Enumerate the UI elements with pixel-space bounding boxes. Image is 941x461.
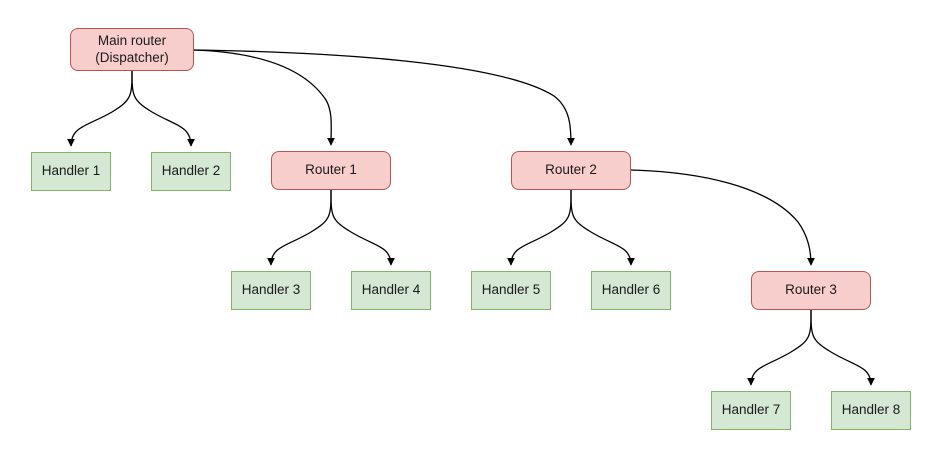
node-router-1[interactable]: Router 1 <box>271 151 391 190</box>
node-handler-3[interactable]: Handler 3 <box>231 271 311 310</box>
edge-router-1-to-handler-3 <box>267 189 332 266</box>
node-handler-4-label: Handler 4 <box>361 282 421 298</box>
edge-main-router-to-router-1 <box>193 49 335 146</box>
node-handler-6-label: Handler 6 <box>601 282 661 298</box>
node-router-3[interactable]: Router 3 <box>751 271 871 310</box>
edge-router-2-to-handler-5 <box>507 189 572 266</box>
edge-router-3-to-handler-7 <box>747 309 812 386</box>
node-router-2-label: Router 2 <box>545 162 597 178</box>
edge-main-router-to-handler-2 <box>131 70 195 147</box>
edge-router-1-to-handler-4 <box>330 189 395 266</box>
edge-main-router-to-handler-1 <box>67 70 133 147</box>
edge-main-router-to-router-2 <box>193 49 575 146</box>
node-handler-7-label: Handler 7 <box>721 402 781 418</box>
node-handler-8-label: Handler 8 <box>841 402 901 418</box>
node-main-router[interactable]: Main router (Dispatcher) <box>70 28 194 71</box>
node-router-1-label: Router 1 <box>305 162 357 178</box>
node-handler-5[interactable]: Handler 5 <box>471 271 551 310</box>
node-handler-2-label: Handler 2 <box>161 163 221 179</box>
node-handler-1-label: Handler 1 <box>41 163 101 179</box>
node-handler-4[interactable]: Handler 4 <box>351 271 431 310</box>
node-handler-8[interactable]: Handler 8 <box>831 391 911 430</box>
node-handler-7[interactable]: Handler 7 <box>711 391 791 430</box>
node-router-3-label: Router 3 <box>785 282 837 298</box>
node-handler-2[interactable]: Handler 2 <box>151 152 231 191</box>
edge-router-2-to-handler-6 <box>570 189 635 266</box>
node-handler-3-label: Handler 3 <box>241 282 301 298</box>
edge-router-2-to-router-3 <box>630 169 815 266</box>
node-handler-5-label: Handler 5 <box>481 282 541 298</box>
node-router-2[interactable]: Router 2 <box>511 151 631 190</box>
edge-router-3-to-handler-8 <box>810 309 875 386</box>
node-main-router-label: Main router (Dispatcher) <box>95 32 169 65</box>
node-handler-6[interactable]: Handler 6 <box>591 271 671 310</box>
node-handler-1[interactable]: Handler 1 <box>31 152 111 191</box>
